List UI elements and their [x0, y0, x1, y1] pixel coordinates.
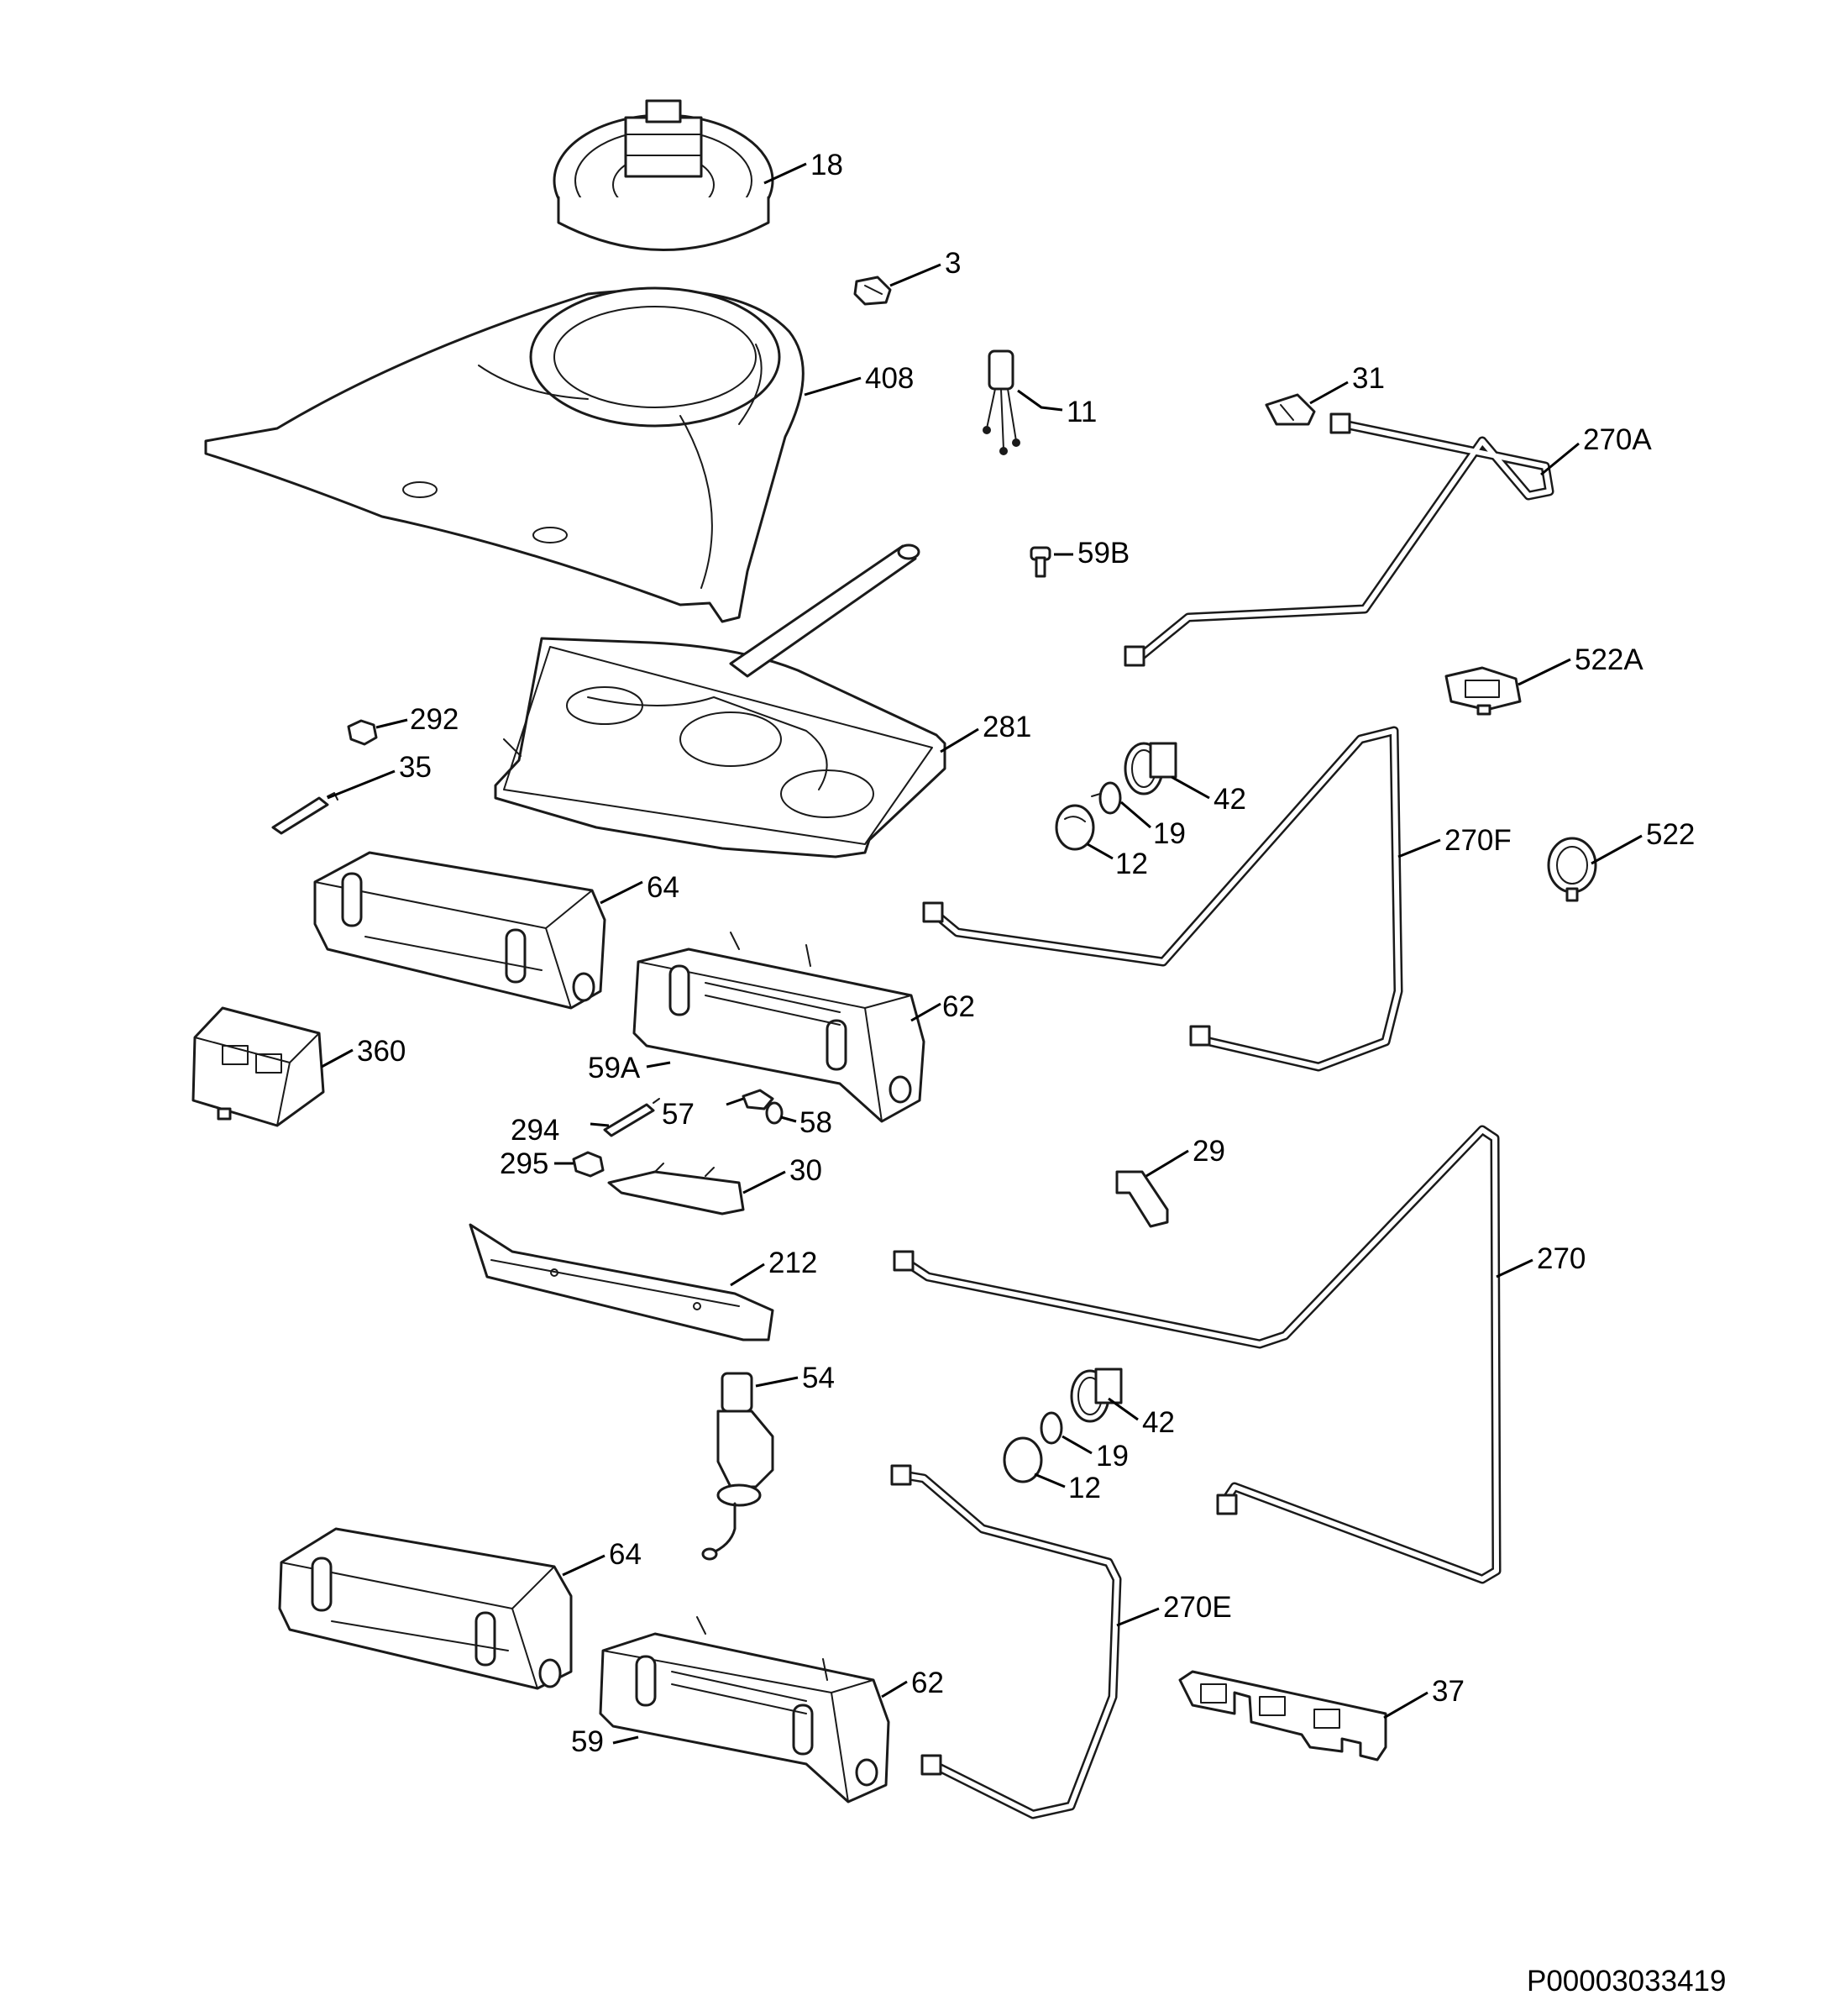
front-strip-212 — [469, 1223, 774, 1341]
lamp-holder-42-upper — [1124, 742, 1177, 795]
callout-295: 295 — [500, 1147, 548, 1180]
screw-59B — [1030, 546, 1051, 578]
callout-281: 281 — [983, 711, 1031, 743]
washer-292 — [347, 719, 378, 746]
callout-19: 19 — [1153, 817, 1186, 850]
callout-57: 57 — [662, 1098, 695, 1131]
callout-37: 37 — [1432, 1675, 1465, 1708]
bulb-19-lower — [1040, 1411, 1063, 1445]
callout-270E: 270E — [1163, 1591, 1232, 1624]
callout-35: 35 — [399, 751, 432, 784]
bulb-19-upper — [1091, 781, 1122, 815]
burner-tray-62-lower — [599, 1616, 890, 1803]
callout-42: 42 — [1214, 783, 1246, 816]
callout-54: 54 — [802, 1362, 835, 1394]
gas-pipe-270F — [922, 726, 1403, 1072]
callout-294: 294 — [511, 1114, 559, 1147]
burner-tray-62-upper — [632, 932, 925, 1123]
callout-18: 18 — [810, 149, 843, 181]
callout-3: 3 — [945, 247, 961, 280]
lamp-cover-12-lower — [1003, 1436, 1043, 1483]
callout-31: 31 — [1352, 362, 1385, 395]
capacitor — [983, 349, 1020, 455]
burner-box-64-lower — [278, 1527, 573, 1690]
callout-59A: 59A — [588, 1052, 641, 1084]
fan-motor-assembly — [553, 99, 774, 251]
callout-64: 64 — [647, 871, 679, 904]
callout-30: 30 — [789, 1154, 822, 1187]
callout-270A: 270A — [1583, 423, 1652, 456]
callout-labels: 18 3 408 11 31 270A 59B 522A 292 281 35 … — [357, 149, 1695, 1758]
pipe-connector — [1265, 393, 1316, 426]
callout-408: 408 — [865, 362, 914, 395]
callout-270: 270 — [1537, 1242, 1586, 1275]
callout-62: 62 — [942, 990, 975, 1023]
o-ring-58 — [765, 1101, 784, 1125]
reference-code: P00003033419 — [1527, 1965, 1726, 1998]
gas-pipe-270 — [893, 1125, 1502, 1584]
callout-64-lower: 64 — [609, 1538, 642, 1571]
burner-plate — [494, 543, 946, 858]
callout-292: 292 — [410, 703, 459, 736]
callout-360: 360 — [357, 1035, 406, 1068]
gas-valve-54 — [701, 1372, 774, 1561]
gas-pipe-270A — [1124, 412, 1554, 667]
thermocouple-35 — [271, 792, 338, 835]
callout-59: 59 — [571, 1725, 604, 1758]
callout-12: 12 — [1115, 848, 1148, 880]
callout-12-lower: 12 — [1068, 1472, 1101, 1504]
thermostat-clip — [853, 276, 892, 306]
lamp-cover-12-upper — [1055, 804, 1095, 851]
bracket-30 — [607, 1163, 745, 1215]
gasket-57 — [742, 1089, 774, 1110]
callout-62-lower: 62 — [911, 1667, 944, 1699]
lamp-holder-42-lower — [1070, 1368, 1123, 1423]
callout-522: 522 — [1646, 818, 1695, 851]
callout-59B: 59B — [1077, 537, 1130, 570]
clip-bracket-522A — [1444, 666, 1522, 716]
callout-42-lower: 42 — [1142, 1406, 1175, 1439]
callout-11: 11 — [1067, 396, 1097, 428]
callout-29: 29 — [1193, 1135, 1225, 1168]
callout-212: 212 — [768, 1247, 817, 1279]
thermocouple-294 — [603, 1098, 660, 1137]
control-module-360 — [191, 1006, 325, 1127]
terminal-strip-37 — [1178, 1670, 1387, 1761]
callout-522A: 522A — [1575, 643, 1643, 676]
callout-270F: 270F — [1444, 824, 1512, 857]
gas-pipe-270E — [890, 1464, 1122, 1819]
fan-cover — [204, 286, 805, 623]
burner-box-64-upper — [313, 851, 606, 1010]
clamp-522 — [1547, 837, 1597, 902]
heat-shield-29 — [1115, 1170, 1169, 1228]
leader-lines — [321, 162, 1643, 1745]
callout-58: 58 — [799, 1106, 832, 1139]
washer-295 — [572, 1151, 605, 1178]
callout-19-lower: 19 — [1096, 1440, 1129, 1473]
